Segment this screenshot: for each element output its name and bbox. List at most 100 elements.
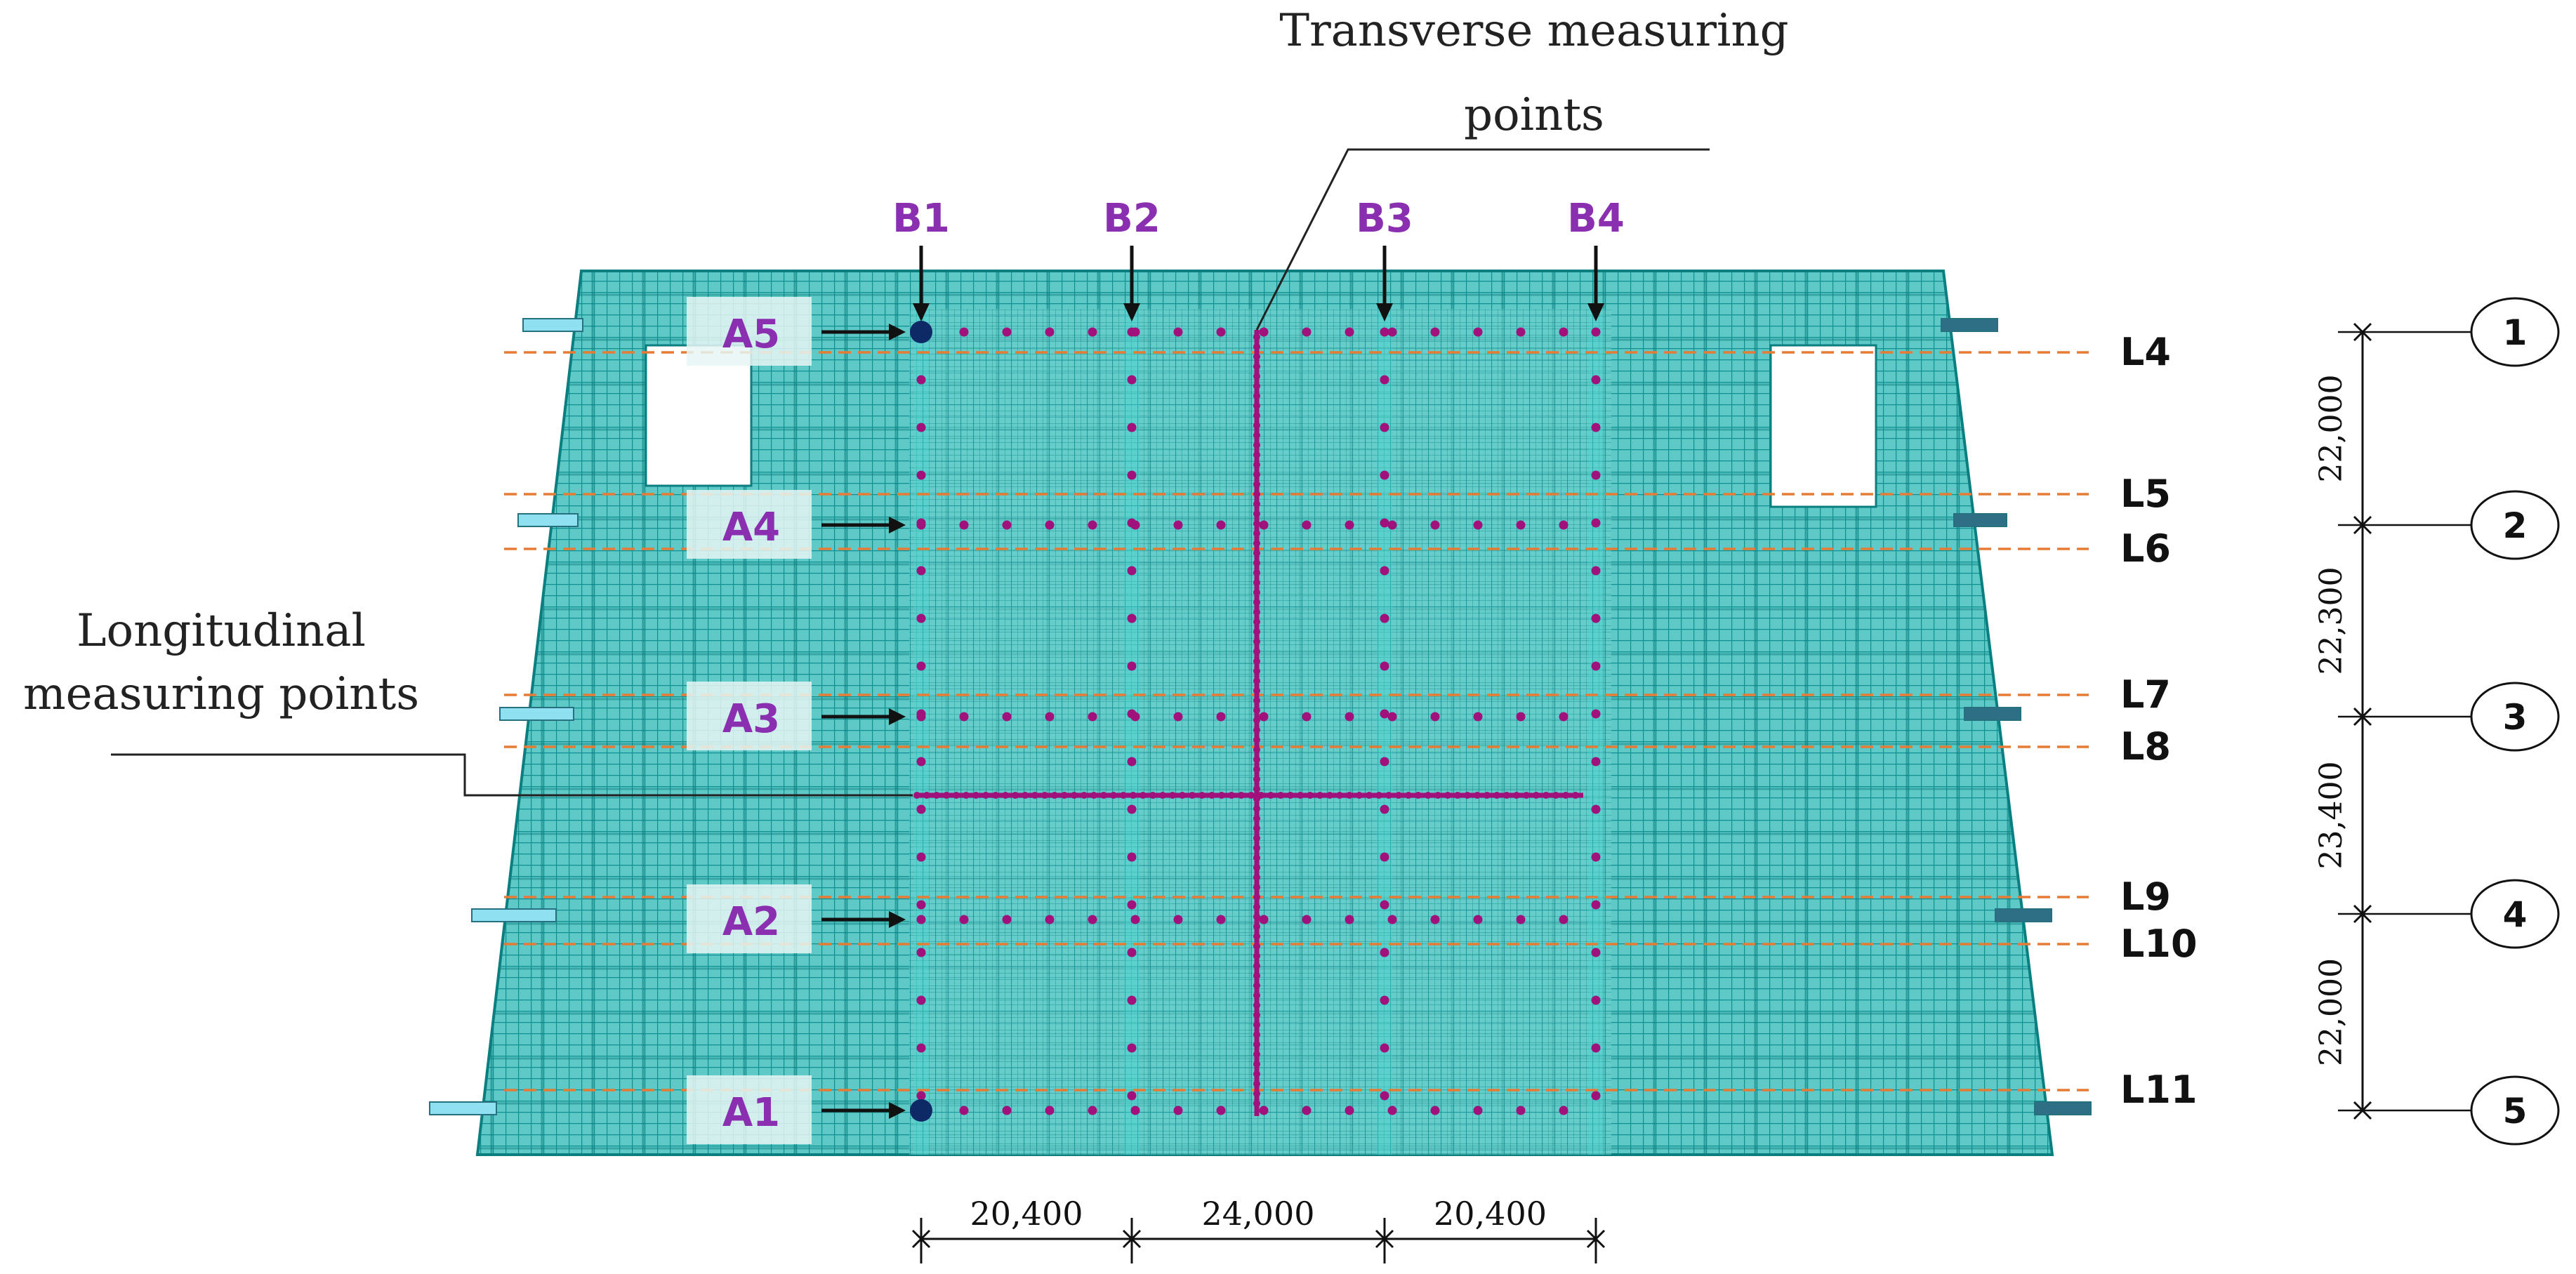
row-label-box — [687, 1075, 812, 1144]
measuring-point — [1473, 712, 1483, 722]
measuring-point — [1253, 500, 1260, 507]
measuring-point — [916, 613, 926, 623]
measuring-point — [1259, 520, 1269, 530]
axis-tick-slash — [2353, 904, 2372, 924]
measuring-point — [1591, 757, 1601, 767]
measuring-point — [1253, 1011, 1260, 1018]
measuring-point — [1140, 792, 1147, 799]
measuring-point — [1326, 792, 1333, 799]
side-stubs — [429, 318, 2092, 1115]
measuring-point — [1173, 712, 1183, 722]
measuring-point — [1346, 792, 1353, 799]
measuring-point — [1179, 792, 1186, 799]
measuring-point — [1253, 805, 1260, 812]
measuring-point — [1253, 628, 1260, 635]
level-label: L10 — [2120, 922, 2198, 966]
measuring-point — [1474, 792, 1481, 799]
measuring-point — [1253, 589, 1260, 596]
level-label: L5 — [2120, 472, 2171, 516]
arrow-head-icon — [889, 324, 906, 340]
row-label: A4 — [722, 505, 780, 550]
measuring-points — [910, 321, 1601, 1122]
measuring-point — [1253, 776, 1260, 783]
dimension-tick-slash — [1375, 1229, 1394, 1249]
measuring-point — [1591, 613, 1601, 623]
measuring-point — [1253, 383, 1260, 390]
row-label-box — [687, 884, 812, 953]
arrow-head-icon — [889, 708, 906, 725]
measuring-point — [916, 995, 926, 1005]
measuring-point — [916, 661, 926, 671]
measuring-point — [1253, 638, 1260, 645]
transverse-title-line1: Transverse measuring — [1279, 5, 1788, 57]
measuring-point — [1297, 792, 1304, 799]
measuring-point — [959, 1106, 969, 1115]
measuring-point — [1253, 884, 1260, 891]
measuring-point — [1591, 948, 1601, 957]
horizontal-dimension: 20,400 — [970, 1195, 1083, 1233]
measuring-point — [1130, 520, 1140, 530]
measuring-point — [1253, 422, 1260, 429]
vertical-dimension: 22,300 — [2313, 567, 2349, 675]
measuring-point — [1253, 471, 1260, 478]
measuring-point — [953, 792, 960, 799]
measuring-point — [1380, 518, 1389, 528]
row-label-box — [687, 682, 812, 750]
measuring-point — [1253, 756, 1260, 763]
measuring-point — [1591, 470, 1601, 480]
horizontal-dimension: 20,400 — [1434, 1195, 1547, 1233]
arrow-head-icon — [889, 517, 906, 533]
measuring-point — [1130, 792, 1137, 799]
measuring-point — [992, 792, 999, 799]
measuring-point — [1345, 520, 1354, 530]
measuring-point — [1127, 1043, 1137, 1053]
measuring-point — [1253, 992, 1260, 999]
axis-number: 4 — [2503, 894, 2528, 935]
measuring-point — [1484, 792, 1491, 799]
measuring-point — [1513, 792, 1520, 799]
measuring-point — [1259, 327, 1269, 337]
measuring-point — [1253, 668, 1260, 675]
measuring-point — [1253, 913, 1260, 920]
arrow-head-icon — [1376, 303, 1393, 321]
column-label: B3 — [1356, 196, 1413, 241]
row-label: A5 — [722, 312, 780, 357]
measuring-point — [972, 792, 979, 799]
measuring-point — [1127, 566, 1137, 576]
measuring-point — [1253, 815, 1260, 822]
measuring-point — [1045, 1106, 1055, 1115]
side-stub — [1995, 908, 2052, 922]
axis-tick-slash — [2353, 515, 2372, 535]
measuring-point — [1591, 327, 1601, 337]
measuring-point — [1045, 520, 1055, 530]
measuring-point — [1173, 520, 1183, 530]
side-stub — [429, 1101, 497, 1115]
measuring-point — [1253, 412, 1260, 419]
measuring-point — [1572, 792, 1579, 799]
measuring-point — [959, 712, 969, 722]
measuring-point — [1516, 915, 1526, 924]
measuring-point — [1267, 792, 1274, 799]
measuring-point — [1380, 1091, 1389, 1101]
side-stub — [1953, 513, 2007, 527]
measuring-point — [1253, 894, 1260, 901]
axis-tick-slash — [2353, 1101, 2372, 1120]
measuring-point — [1387, 1106, 1397, 1115]
measuring-point — [1259, 915, 1269, 924]
measuring-point — [1253, 1090, 1260, 1097]
measuring-point — [1253, 1051, 1260, 1058]
column-label: B4 — [1567, 196, 1625, 241]
measuring-point — [1523, 792, 1530, 799]
measuring-point — [1071, 792, 1078, 799]
measuring-point — [1189, 792, 1196, 799]
dimension-tick-slash — [1122, 1229, 1142, 1249]
measuring-point — [1253, 707, 1260, 714]
measuring-point — [943, 792, 950, 799]
measuring-point — [1002, 792, 1009, 799]
measuring-point — [1345, 915, 1354, 924]
measuring-point — [1552, 792, 1559, 799]
measuring-point — [1380, 1043, 1389, 1053]
reference-point — [910, 321, 932, 343]
